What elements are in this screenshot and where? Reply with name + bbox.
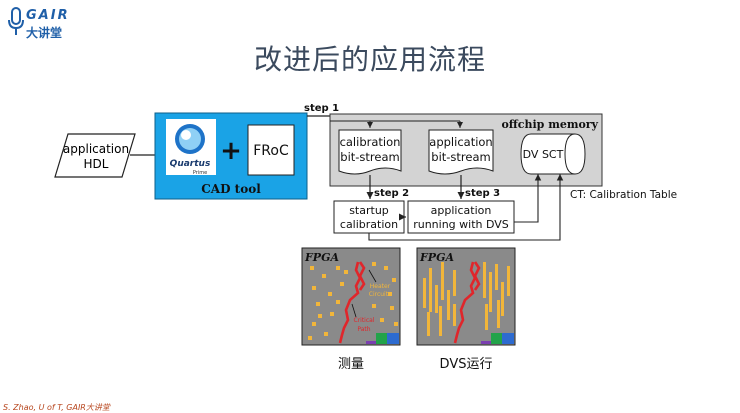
heater-bar (423, 278, 426, 308)
heater-dot (322, 274, 326, 278)
heater-dot (324, 332, 328, 336)
startup-calibration-box: startup calibration (333, 200, 405, 234)
heater-dot (328, 292, 332, 296)
footer-credit: S. Zhao, U of T, GAIR大讲堂 (3, 403, 110, 412)
step2-label: step 2 (374, 188, 409, 199)
heater-bar (485, 304, 488, 330)
heater-bar (441, 262, 444, 300)
application-running-line2: running with DVS (413, 218, 509, 231)
heater-dot (390, 306, 394, 310)
heater-dot (392, 278, 396, 282)
cad-tool-label: CAD tool (201, 182, 261, 196)
heater-dot (308, 336, 312, 340)
application-hdl-line1: application (63, 142, 129, 156)
fpga-panel-measurement: FPGA Heater Circuits Critical Path (301, 247, 401, 346)
caption-measurement: 测量 (337, 357, 364, 372)
application-hdl-line2: HDL (84, 157, 109, 171)
step1-label: step 1 (304, 103, 339, 114)
heater-bar (495, 264, 498, 290)
heater-dot (336, 266, 340, 270)
heater-bar (501, 282, 504, 316)
critical-path-1 (338, 261, 362, 344)
heater-dot (312, 322, 316, 326)
heater-dot (394, 322, 398, 326)
gair-logo: GAIR 大讲堂 (6, 6, 76, 40)
page-title: 改进后的应用流程 (253, 43, 486, 76)
fpga-panel-dvs: FPGA (416, 247, 516, 346)
heater-bar (489, 272, 492, 312)
startup-calibration-line1: startup (349, 204, 389, 217)
heater-dot (330, 312, 334, 316)
heater-bar (497, 300, 500, 328)
heater-dot (388, 292, 392, 296)
fpga-label-1: FPGA (304, 251, 339, 264)
heater-bar (435, 285, 438, 313)
offchip-memory-label: offchip memory (501, 118, 598, 131)
app-to-sct-arrow (514, 174, 542, 223)
annotation-path: Path (357, 326, 370, 333)
quartus-logo: Quartus Prime (166, 119, 216, 176)
heater-bar (453, 270, 456, 296)
quartus-name: Quartus (170, 159, 211, 169)
heater-bar (439, 306, 442, 336)
annotation-circuits: Circuits (369, 291, 391, 298)
heater-bar (507, 266, 510, 296)
cad-tool-box: Quartus Prime + FRoC CAD tool (154, 112, 308, 200)
ct-note: CT: Calibration Table (570, 189, 677, 201)
application-bitstream-line2: bit-stream (431, 150, 490, 164)
application-running-box: application running with DVS (407, 200, 515, 234)
logo-subtitle: 大讲堂 (26, 26, 63, 40)
fpga-label-2: FPGA (419, 251, 454, 264)
froc-label: FRoC (253, 143, 289, 159)
heater-bar (453, 304, 456, 326)
microphone-icon (8, 7, 24, 35)
logo-brand: GAIR (26, 8, 70, 23)
heater-bar (427, 312, 430, 336)
heater-dot (344, 270, 348, 274)
calibration-bitstream-line2: bit-stream (340, 150, 399, 164)
application-bitstream-line1: application (429, 135, 492, 149)
annotation-heater: Heater (370, 283, 391, 290)
critical-path-2 (453, 261, 477, 344)
heater-dot (336, 300, 340, 304)
heater-dot (318, 314, 322, 318)
heater-dot (312, 286, 316, 290)
plus-sign: + (220, 136, 242, 166)
heater-dot (316, 302, 320, 306)
heater-dot (340, 282, 344, 286)
application-hdl-node: application HDL (54, 133, 136, 178)
heater-bar (447, 290, 450, 320)
calibration-to-sct-arrow (368, 174, 564, 241)
heater-bar (429, 268, 432, 312)
offchip-memory-box: offchip memory calibration bit-stream ap… (329, 113, 603, 187)
application-running-line1: application (431, 204, 492, 217)
heater-dot (380, 318, 384, 322)
dv-sct-label: DV SCT (523, 148, 564, 161)
heater-dot (384, 266, 388, 270)
quartus-edition: Prime (193, 170, 207, 176)
heater-dot (372, 262, 376, 266)
caption-dvs-run: DVS运行 (439, 357, 493, 372)
step3-label: step 3 (465, 188, 500, 199)
startup-calibration-line2: calibration (340, 218, 398, 231)
annotation-critical: Critical (354, 317, 375, 324)
heater-dot (372, 304, 376, 308)
calibration-bitstream-line1: calibration (340, 135, 401, 149)
heater-bar (483, 262, 486, 298)
heater-dot (310, 266, 314, 270)
